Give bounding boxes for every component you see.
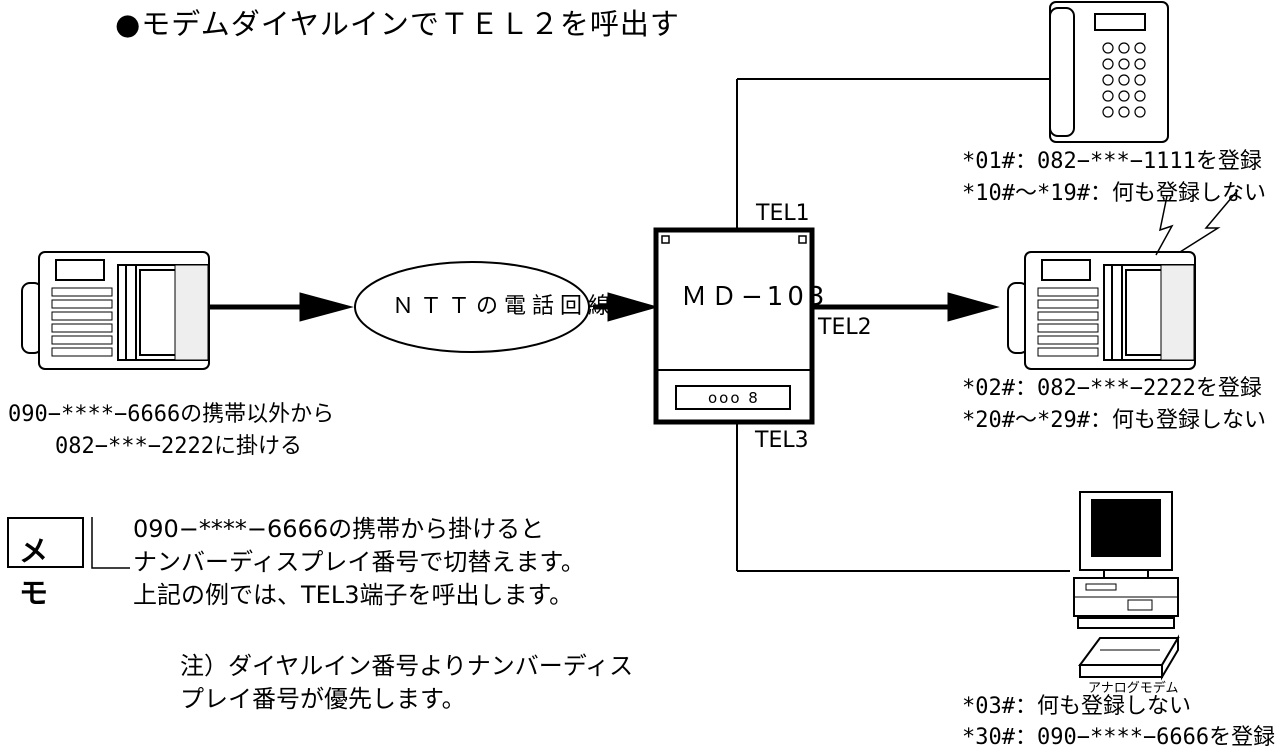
fax-phone-icon xyxy=(21,251,210,370)
ringing-icon xyxy=(1155,189,1239,256)
modem-icon xyxy=(1078,634,1180,681)
memo-note2: プレイ番号が優先します。 xyxy=(180,685,466,713)
device-panel-display: ooo 8 xyxy=(708,389,760,407)
modem-label: アナログモデム xyxy=(1088,681,1179,696)
ntt-line-label: ＮＴＴの電話回線 xyxy=(392,294,617,319)
tel2-settings-line1: *02#：082−***−2222を登録 xyxy=(962,376,1262,401)
fax-phone-icon xyxy=(1007,251,1196,370)
tel1-settings-line1: *01#：082−***−1111を登録 xyxy=(962,149,1262,174)
device-name: ＭＤ−103 xyxy=(681,282,829,312)
page-title: ●モデムダイヤルインでＴＥＬ２を呼出す xyxy=(115,7,680,41)
wiring xyxy=(736,78,1070,572)
tel3-settings-line2: *30#：090−****−6666を登録 xyxy=(962,725,1275,750)
md103-device xyxy=(653,227,815,425)
desk-phone-icon xyxy=(1049,1,1169,143)
port-tel2-label: TEL2 xyxy=(818,315,872,340)
tel1-settings-line2: *10#〜*19#：何も登録しない xyxy=(962,181,1266,206)
memo-note1: 注）ダイヤルイン番号よりナンバーディス xyxy=(180,652,634,680)
computer-icon xyxy=(1073,491,1179,629)
port-tel3-label: TEL3 xyxy=(755,428,809,453)
memo-line2: ナンバーディスプレイ番号で切替えます。 xyxy=(133,548,585,576)
arrow-icon xyxy=(208,292,1000,322)
port-tel1-label: TEL1 xyxy=(756,201,810,226)
caller-line2: 082−***−2222に掛ける xyxy=(55,434,302,459)
tel3-settings-line1: *03#：何も登録しない xyxy=(962,694,1191,719)
memo-tag-label: メモ xyxy=(19,534,53,610)
memo-line1: 090−****−6666の携帯から掛けると xyxy=(133,515,545,543)
memo-line3: 上記の例では、TEL3端子を呼出します。 xyxy=(133,581,574,609)
ntt-line-ellipse xyxy=(354,261,590,353)
tel2-settings-line2: *20#〜*29#：何も登録しない xyxy=(962,408,1266,433)
caller-line1: 090−****−6666の携帯以外から xyxy=(8,402,335,427)
memo-tag: メモ xyxy=(7,517,84,610)
